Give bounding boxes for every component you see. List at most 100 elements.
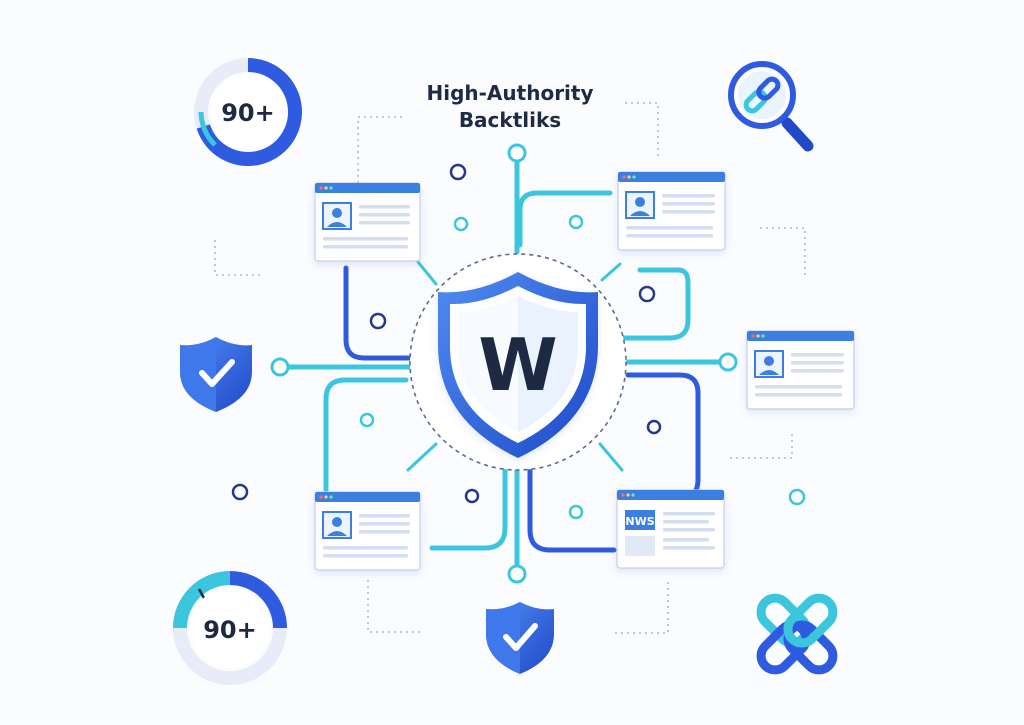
card-header-bar <box>617 490 724 500</box>
card-text-line <box>359 213 410 217</box>
blue-left-upper <box>343 265 417 361</box>
chain-link-icon <box>756 593 838 675</box>
avatar-icon <box>322 202 352 230</box>
website-card <box>746 330 855 410</box>
website-card <box>314 491 421 571</box>
window-dot <box>632 175 636 179</box>
guide-top-right <box>625 102 659 158</box>
gauge-face <box>211 75 285 149</box>
gauge-arc <box>196 58 302 166</box>
connector-right-bracket <box>619 267 691 341</box>
gauge-top-left: 90+ <box>194 58 302 166</box>
card-text-line <box>323 546 408 550</box>
card-text-line <box>755 385 842 389</box>
window-dot <box>319 495 323 499</box>
news-website-card: NWS <box>616 489 725 569</box>
card-text-line <box>663 546 715 550</box>
window-dot <box>627 175 631 179</box>
spoke-sw <box>406 442 438 472</box>
spokes <box>406 260 624 472</box>
window-dot <box>319 186 323 190</box>
avatar-shoulders <box>630 211 650 216</box>
window-dot <box>329 186 333 190</box>
knob-top <box>507 143 527 163</box>
connector-top-right <box>517 190 613 248</box>
card-text-line <box>663 528 715 532</box>
card-text-line <box>791 369 844 373</box>
gauge-bottom-left: 90+ <box>173 571 287 685</box>
gauge-arc <box>229 571 287 629</box>
check-shield-icon <box>486 602 554 674</box>
guide-bottom-right <box>615 580 669 634</box>
window-dot <box>761 334 765 338</box>
guide-right <box>760 227 806 275</box>
window-dot <box>756 334 760 338</box>
card-text-line <box>791 361 844 365</box>
window-dot <box>621 493 625 497</box>
ring <box>369 312 387 330</box>
news-tag-box <box>625 510 655 530</box>
avatar-head <box>764 356 774 366</box>
avatar-icon <box>754 350 784 378</box>
avatar-head <box>635 197 645 207</box>
window-dot <box>324 186 328 190</box>
ring <box>359 412 375 428</box>
avatar-icon <box>322 511 352 539</box>
gauge-accent <box>198 111 217 147</box>
window-dot <box>622 175 626 179</box>
avatar-icon <box>625 191 655 219</box>
window-dot <box>626 493 630 497</box>
ring <box>453 216 469 232</box>
card-image-block <box>625 536 655 556</box>
avatar-shoulders <box>327 531 347 536</box>
ring <box>464 488 480 504</box>
card-text-line <box>359 522 410 526</box>
spoke-ne <box>600 262 622 282</box>
gauge-value: 90+ <box>221 99 275 127</box>
card-header-bar <box>315 183 420 193</box>
blue-bottom-right <box>527 463 617 553</box>
card-text-line <box>323 237 408 241</box>
check-shield-icon <box>180 337 252 412</box>
gauge-value: 90+ <box>203 616 257 644</box>
avatar-shoulders <box>759 370 779 375</box>
floating-rings <box>231 163 806 520</box>
card-text-line <box>359 530 410 534</box>
card-header-bar <box>618 172 725 182</box>
card-text-line <box>626 226 713 230</box>
spoke-se <box>598 442 624 472</box>
shield-w-icon <box>438 272 598 458</box>
card-text-line <box>359 221 410 225</box>
gauge-accent <box>173 571 231 629</box>
endpoint-knobs <box>270 143 738 584</box>
guide-left <box>214 240 262 276</box>
card-text-line <box>626 234 713 238</box>
window-dot <box>329 495 333 499</box>
cyan-connectors <box>277 159 731 569</box>
guide-right-low <box>730 430 793 459</box>
ring <box>788 488 806 506</box>
card-header-bar <box>747 331 854 341</box>
connector-left-down <box>323 377 409 493</box>
card-text-line <box>662 194 715 198</box>
magnifier-link-icon <box>728 61 814 152</box>
card-text-line <box>359 514 410 518</box>
guide-top-left <box>357 116 402 183</box>
ring <box>646 419 662 435</box>
card-text-line <box>359 205 410 209</box>
title-line-2: Backtliks <box>458 108 562 132</box>
website-cards: NWS <box>314 171 855 571</box>
avatar-head <box>332 208 342 218</box>
blue-right-lower <box>625 372 701 501</box>
title-line-1: High-Authority <box>426 81 594 105</box>
card-text-line <box>755 393 842 397</box>
dotted-guides <box>214 102 806 634</box>
card-text-line <box>663 520 709 524</box>
website-card <box>617 171 726 251</box>
avatar-shoulders <box>327 222 347 227</box>
window-dot <box>751 334 755 338</box>
gauge-face <box>190 588 270 668</box>
center-hub: W <box>409 253 627 471</box>
knob-right <box>718 352 738 372</box>
